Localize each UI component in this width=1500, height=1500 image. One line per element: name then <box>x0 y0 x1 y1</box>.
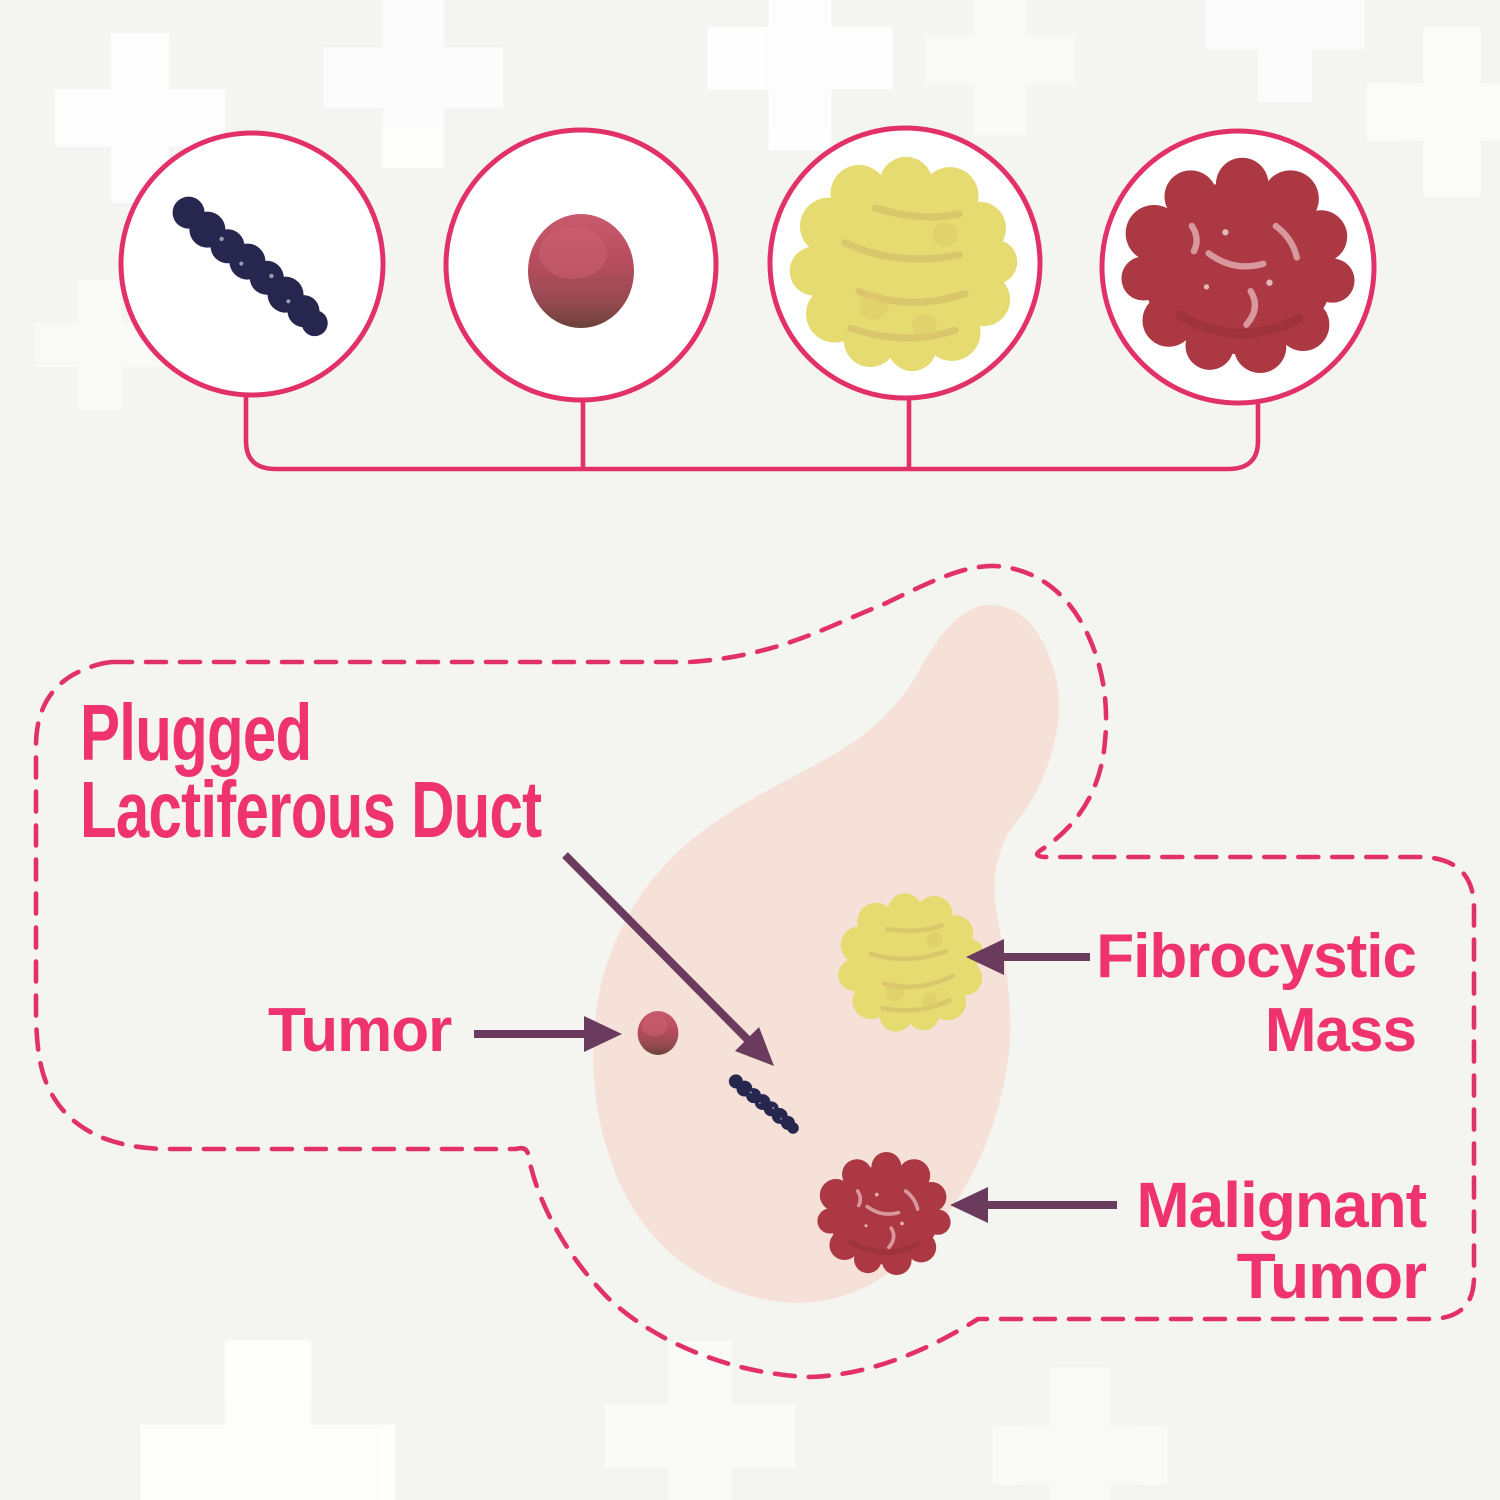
annotation-arrows <box>474 852 1117 1223</box>
plugged-duct-arrow <box>562 852 774 1066</box>
specimen-circles <box>118 125 1377 406</box>
label-plugged-line1: Plugged <box>80 688 312 777</box>
label-plugged-line2: Lactiferous Duct <box>80 765 542 854</box>
label-malignant-tumor: Malignant Tumor <box>1136 1169 1427 1312</box>
label-fibro-line2: Mass <box>1264 996 1417 1065</box>
fibrocystic-arrow <box>966 939 1090 975</box>
bracket-outer-line <box>243 393 1261 472</box>
label-fibro-line1: Fibrocystic <box>1096 922 1417 991</box>
label-malig-line1: Malignant <box>1136 1169 1427 1241</box>
breast-silhouette <box>593 604 1060 1304</box>
tumor-ball-model-icon <box>528 214 634 328</box>
breast-outline-dashed <box>33 563 1477 1380</box>
malignant-arrow <box>950 1187 1117 1223</box>
label-fibrocystic-mass: Fibrocystic Mass <box>1096 920 1417 1068</box>
label-plugged-lactiferous-duct: Plugged Lactiferous Duct <box>80 688 542 854</box>
breast-tumor-icon <box>637 1011 679 1055</box>
label-tumor: Tumor <box>268 996 452 1065</box>
label-malig-line2: Tumor <box>1236 1240 1427 1312</box>
tumor-arrow <box>474 1016 622 1052</box>
bracket-connector <box>243 393 1261 472</box>
